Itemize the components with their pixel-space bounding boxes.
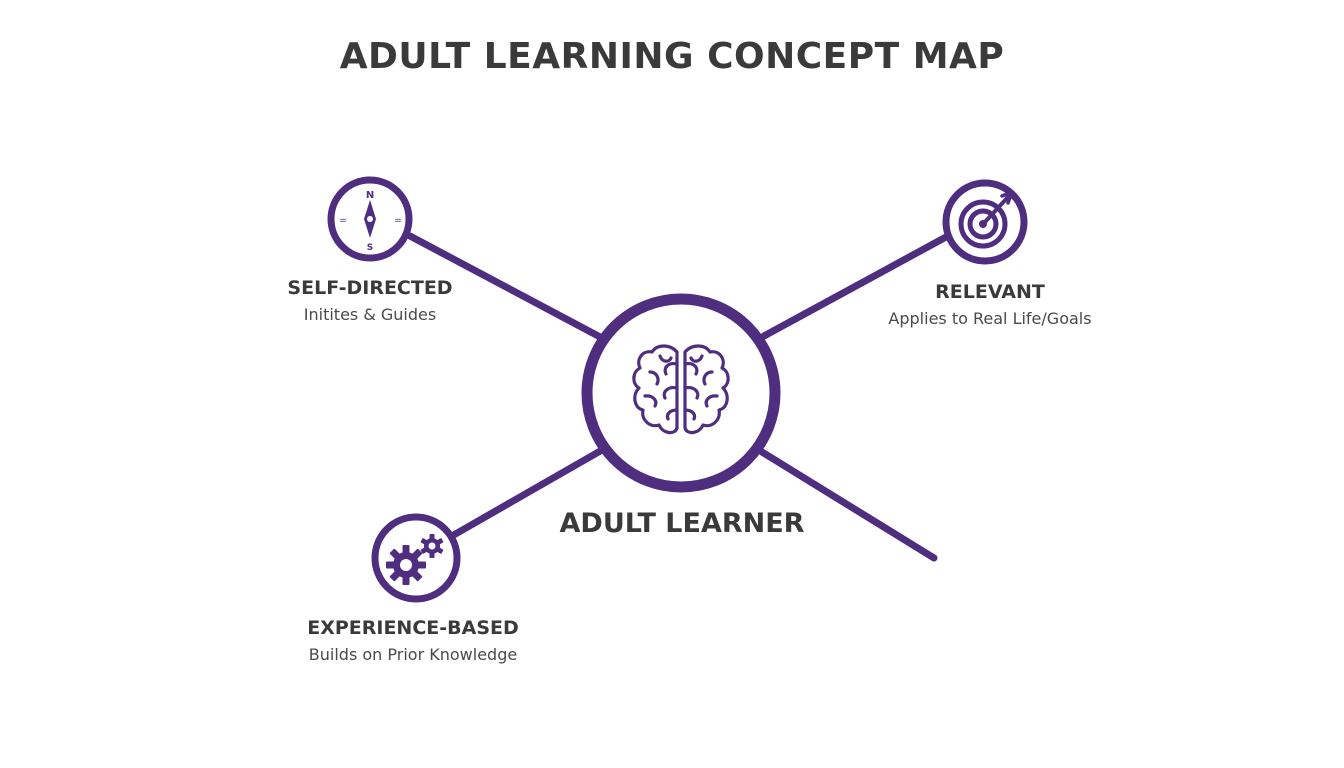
node-subtitle-relevant: Applies to Real Life/Goals xyxy=(888,309,1092,328)
node-title-experience-based: EXPERIENCE-BASED xyxy=(307,617,519,639)
node-relevant xyxy=(942,179,1028,265)
target-icon xyxy=(958,190,1014,249)
compass-west-mark: = xyxy=(339,216,347,226)
node-subtitle-experience-based: Builds on Prior Knowledge xyxy=(308,645,518,664)
brain-icon xyxy=(632,344,730,435)
compass-east-mark: = xyxy=(394,216,402,226)
connector-experience-based xyxy=(448,446,606,540)
page-title: ADULT LEARNING CONCEPT MAP xyxy=(339,36,1005,77)
node-subtitle-self-directed: Initites & Guides xyxy=(303,305,437,324)
connector-self-directed xyxy=(406,232,606,342)
node-self-directed: N S = = xyxy=(327,176,413,262)
connector-open-branch xyxy=(758,448,938,562)
label-relevant: RELEVANT Applies to Real Life/Goals xyxy=(845,281,1135,328)
connector-relevant xyxy=(760,233,950,340)
node-title-self-directed: SELF-DIRECTED xyxy=(287,277,453,299)
node-title-relevant: RELEVANT xyxy=(935,281,1045,303)
gears-icon xyxy=(386,534,444,585)
center-node-label: ADULT LEARNER xyxy=(559,508,805,539)
center-node xyxy=(581,293,781,493)
node-experience-based xyxy=(371,513,461,603)
compass-north-mark: N xyxy=(366,190,374,201)
compass-south-mark: S xyxy=(367,243,373,253)
label-experience-based: EXPERIENCE-BASED Builds on Prior Knowled… xyxy=(263,617,563,664)
compass-icon: N S = = xyxy=(339,190,402,253)
label-self-directed: SELF-DIRECTED Initites & Guides xyxy=(240,277,500,324)
